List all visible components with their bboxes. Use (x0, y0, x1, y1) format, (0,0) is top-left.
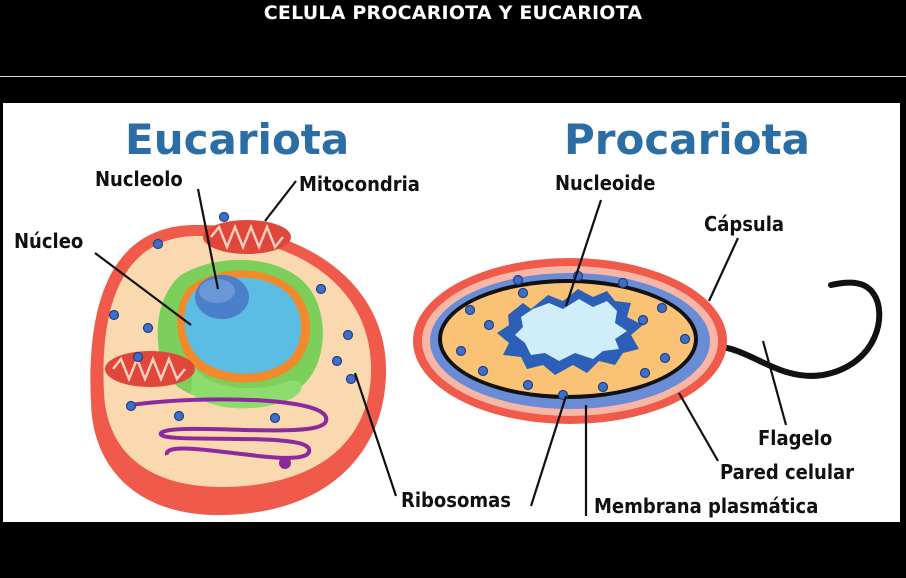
diagram-panel: Eucariota Procariota Nucleolo Mitocondri… (3, 103, 900, 522)
label-plasma-membrane: Membrana plasmática (594, 494, 818, 518)
mitochondrion-left (105, 351, 195, 387)
label-flagellum: Flagelo (758, 426, 832, 450)
label-nucleus: Núcleo (14, 229, 83, 253)
label-nucleoid: Nucleoide (555, 171, 656, 195)
leader-lines (94, 180, 788, 516)
nucleolus-highlight (199, 279, 235, 303)
nucleoid (515, 299, 627, 361)
flagellum (700, 279, 883, 379)
label-mitochondria: Mitocondria (299, 172, 420, 196)
label-capsule: Cápsula (704, 212, 784, 236)
cell-diagram: Eucariota Procariota Nucleolo Mitocondri… (14, 115, 883, 518)
prokaryotic-cell (413, 258, 883, 424)
heading-prokaryote: Procariota (564, 115, 810, 164)
eukaryote-ribosomes (108, 211, 357, 424)
eukaryotic-cell (90, 211, 387, 516)
label-cell-wall: Pared celular (720, 460, 854, 484)
label-nucleolus: Nucleolo (95, 167, 183, 191)
label-ribosomes: Ribosomas (401, 488, 511, 512)
prokaryote-ribosomes (455, 270, 691, 401)
title-divider (0, 76, 906, 77)
mitochondrion-top (203, 220, 291, 254)
golgi-apparatus (130, 397, 329, 460)
heading-eukaryote: Eucariota (125, 115, 349, 164)
vesicle (279, 457, 291, 469)
slide-title: CELULA PROCARIOTA Y EUCARIOTA (263, 2, 643, 24)
